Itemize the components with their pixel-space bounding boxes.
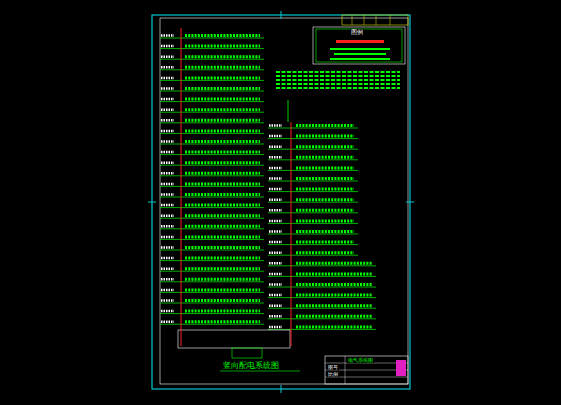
floor-row — [268, 285, 376, 288]
floor-row — [268, 274, 376, 277]
sheet-label: 比例 — [327, 372, 339, 377]
floor-row — [268, 126, 358, 129]
floor-row — [160, 322, 264, 325]
floor-row — [160, 78, 264, 81]
floor-row — [160, 142, 264, 145]
floor-row — [160, 120, 264, 123]
floor-row — [268, 179, 358, 182]
floor-row — [268, 232, 358, 235]
sheet-label: 图号 — [327, 365, 339, 370]
floor-row — [160, 237, 264, 240]
floor-row — [268, 157, 358, 160]
floor-row — [160, 46, 264, 49]
floor-row — [268, 316, 376, 319]
floor-row — [160, 131, 264, 134]
floor-row — [160, 67, 264, 70]
floor-row — [160, 290, 264, 293]
floor-row — [268, 147, 358, 150]
floor-row — [160, 248, 264, 251]
sheet-label: 电气系统图 — [347, 358, 374, 363]
floor-row — [160, 99, 264, 102]
floor-row — [268, 136, 358, 139]
floor-row — [268, 306, 376, 309]
floor-row — [160, 163, 264, 166]
floor-row — [268, 200, 358, 203]
floor-row — [160, 184, 264, 187]
floor-row — [160, 57, 264, 60]
floor-row — [160, 89, 264, 92]
floor-row — [160, 258, 264, 261]
floor-row — [268, 242, 358, 245]
drawing-caption: 竖向配电系统图 — [222, 362, 280, 370]
floor-row — [268, 221, 358, 224]
floor-row — [160, 152, 264, 155]
floor-row — [268, 263, 376, 266]
floor-row — [160, 301, 264, 304]
floor-row — [160, 36, 264, 39]
floor-row — [160, 110, 264, 113]
floor-row — [160, 205, 264, 208]
floor-row — [268, 253, 358, 256]
floor-row — [160, 269, 264, 272]
floor-row — [160, 311, 264, 314]
floor-row — [160, 226, 264, 229]
floor-row — [160, 279, 264, 282]
sheet-label: 图例 — [350, 29, 364, 35]
floor-row — [268, 168, 358, 171]
floor-row — [160, 216, 264, 219]
floor-row — [160, 173, 264, 176]
floor-row — [268, 189, 358, 192]
floor-row — [268, 210, 358, 213]
floor-row — [160, 195, 264, 198]
floor-row — [268, 295, 376, 298]
floor-row — [268, 327, 376, 330]
